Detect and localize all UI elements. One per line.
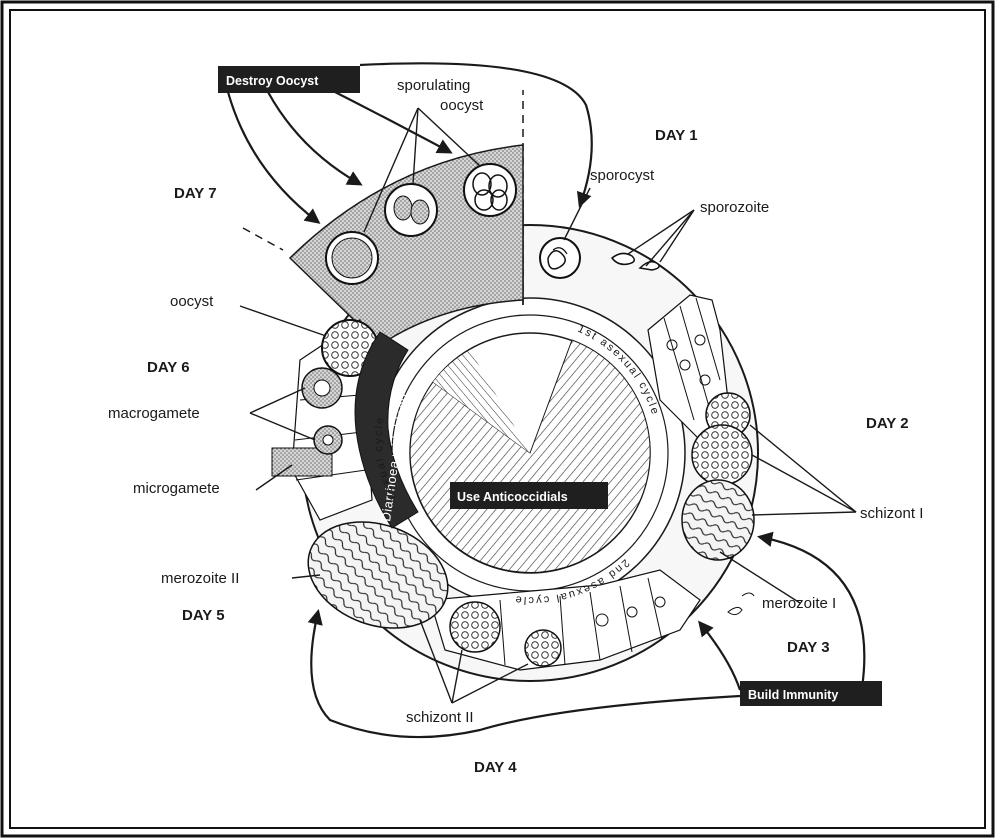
schizont-i-label: schizont I [860, 505, 923, 522]
day-7-label: DAY 7 [174, 185, 217, 202]
anticoccidial-pie [410, 333, 650, 573]
sporulating-oocyst-label-line1: sporulating [397, 77, 470, 94]
oocyst-cell-1 [326, 232, 378, 284]
sporocyst-label: sporocyst [590, 167, 655, 184]
use-anticoccidials-box: Use Anticoccidials [450, 482, 608, 509]
merozoite-i-illustration [728, 593, 754, 615]
destroy-oocyst-box: Destroy Oocyst [218, 66, 360, 93]
oocyst-cell-2 [385, 184, 437, 236]
day-3-label: DAY 3 [787, 639, 830, 656]
build-immunity-box: Build Immunity [740, 681, 882, 706]
destroy-oocyst-label: Destroy Oocyst [226, 74, 319, 88]
day-1-label: DAY 1 [655, 127, 698, 144]
sporozoite-label: sporozoite [700, 199, 769, 216]
day-4-label: DAY 4 [474, 759, 517, 776]
sporocyst-illustration [540, 238, 580, 278]
use-anticoccidials-label: Use Anticoccidials [457, 490, 568, 504]
day-6-label: DAY 6 [147, 359, 190, 376]
schizont-ii-label: schizont II [406, 709, 474, 726]
day-5-label: DAY 5 [182, 607, 225, 624]
oocyst-cell-3 [464, 164, 516, 216]
day-2-label: DAY 2 [866, 415, 909, 432]
oocyst-label: oocyst [170, 293, 214, 310]
sporulating-oocyst-label-line2: oocyst [440, 97, 484, 114]
merozoite-i-label: merozoite I [762, 595, 836, 612]
merozoite-ii-label: merozoite II [161, 570, 239, 587]
macrogamete-label: macrogamete [108, 405, 200, 422]
microgamete-label: microgamete [133, 480, 220, 497]
build-immunity-label: Build Immunity [748, 688, 838, 702]
